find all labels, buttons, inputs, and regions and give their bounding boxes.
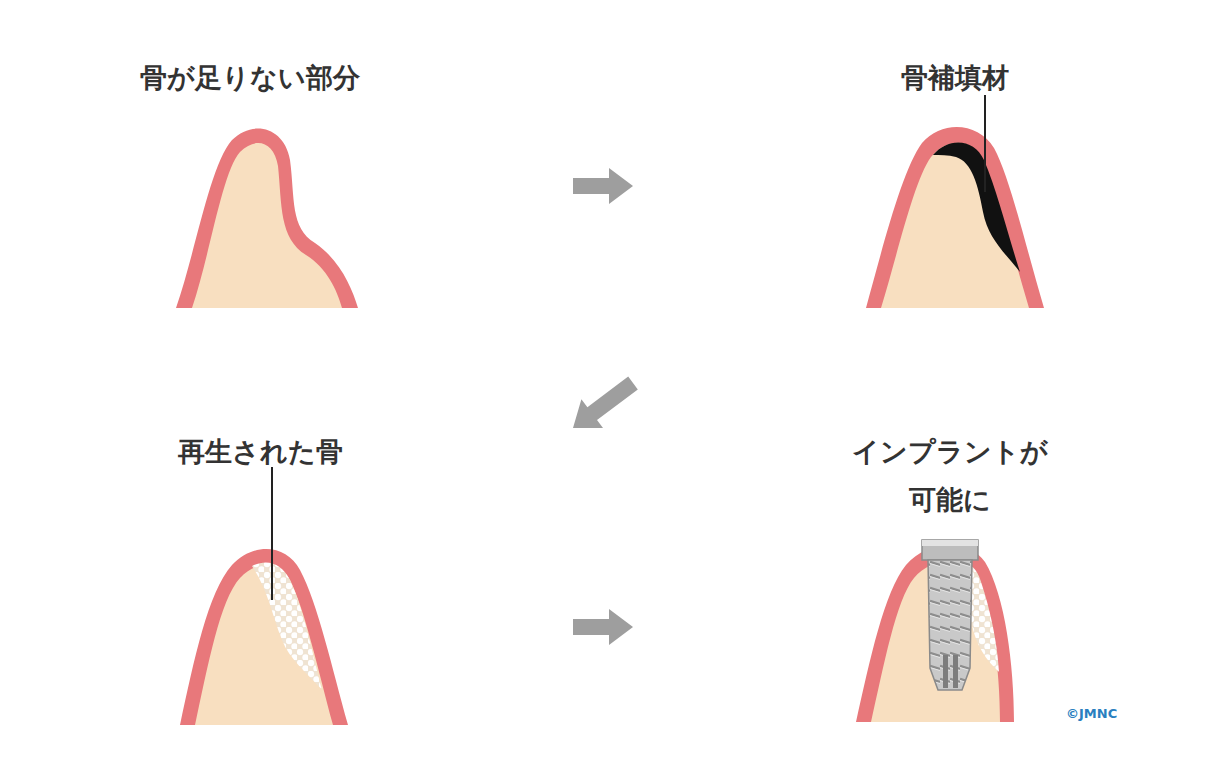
panel-implant: インプラントが 可能に — [633, 428, 1140, 760]
leader-line — [984, 95, 986, 192]
gum-ridge-graft — [866, 95, 1044, 308]
step-heading: 骨補填材 — [901, 54, 1009, 102]
graft-material — [933, 142, 1020, 272]
panel-regenerated: 再生された骨 — [110, 428, 573, 760]
step-heading: 骨が足りない部分 — [140, 54, 360, 102]
gum-ridge-deficient — [176, 129, 358, 308]
step-arrow — [573, 377, 638, 428]
gum-ridge-regenerated — [180, 467, 348, 725]
gum-ridge-implant — [856, 540, 1014, 722]
step-arrow — [573, 609, 633, 645]
step-arrow — [573, 168, 633, 204]
regenerated-bone — [252, 562, 322, 690]
implant-fixture — [922, 540, 978, 690]
leader-line — [271, 467, 273, 600]
panel-deficient: 骨が足りない部分 — [110, 40, 573, 383]
step-heading: インプラントが 可能に — [843, 428, 1058, 524]
panel-graft: 骨補填材 — [633, 40, 1140, 383]
copyright-mark: ©JMNC — [1066, 706, 1117, 721]
step-heading: 再生された骨 — [178, 428, 343, 476]
